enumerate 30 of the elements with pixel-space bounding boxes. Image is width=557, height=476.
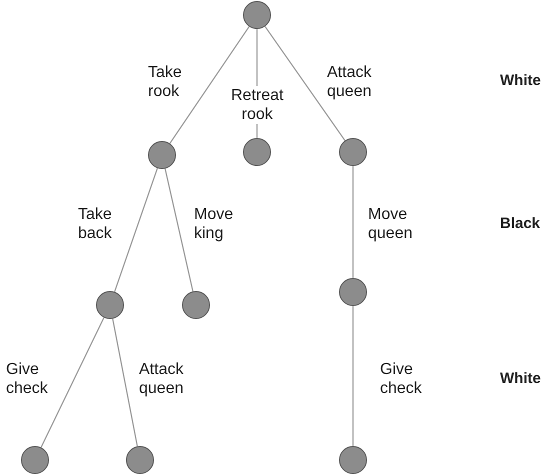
tree-node [243,138,271,166]
edge-label: Give check [380,360,422,398]
edge-label: Move king [194,205,234,244]
tree-node [126,446,154,474]
tree-node [148,141,176,169]
tree-branch [352,306,354,446]
tree-branch [352,166,354,278]
edge-label: Retreat rook [231,86,284,124]
tree-node [339,446,367,474]
edge-label: Attack queen [139,360,184,398]
tree-node [339,278,367,306]
tree-node [96,291,124,319]
edge-label: Give check [6,360,48,398]
tree-branch [164,168,194,292]
player-label: White [500,72,541,89]
player-label: Black [500,215,540,232]
tree-branch [264,26,346,141]
player-label: White [500,370,541,387]
edge-label: Take rook [148,63,182,102]
tree-node [21,446,49,474]
tree-branch [40,317,104,448]
tree-branch [114,168,158,292]
edge-label: Attack queen [327,63,372,102]
tree-branch [169,26,250,144]
tree-branch [112,318,138,446]
tree-node [182,291,210,319]
tree-node [339,138,367,166]
edge-label: Move queen [368,205,412,244]
tree-node [243,1,271,29]
edge-label: Take back [78,205,112,244]
